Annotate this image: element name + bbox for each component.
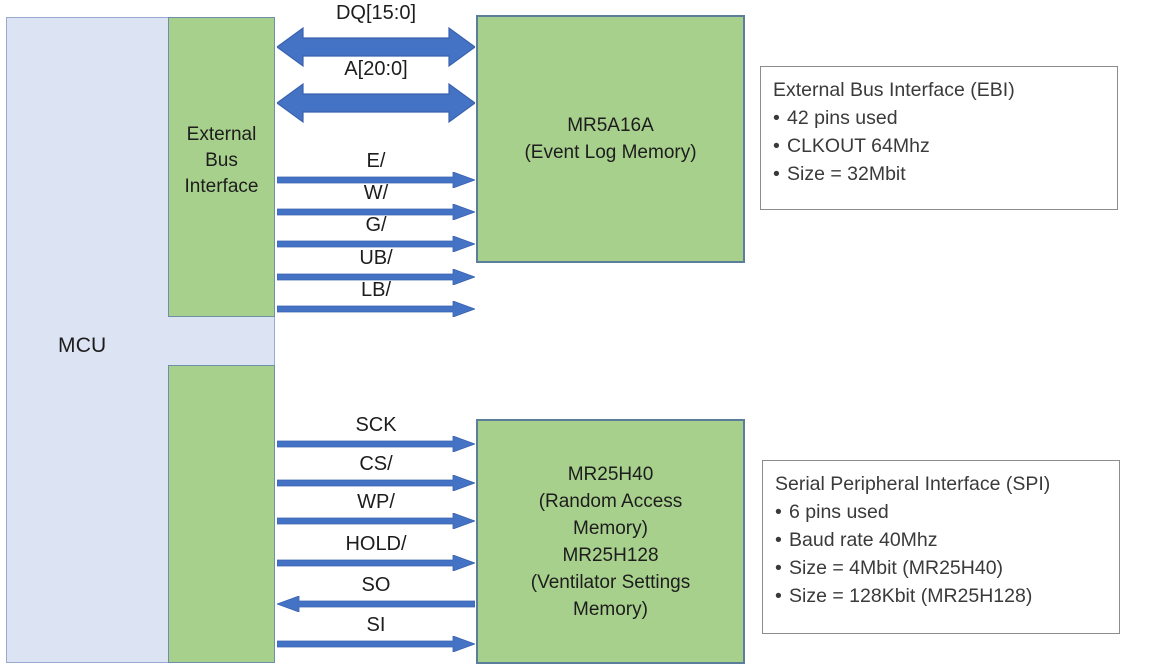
mem1-line-5: (Ventilator Settings [530, 571, 691, 593]
signal-arrow-lb [277, 301, 475, 317]
info-box-ebi: External Bus Interface (EBI) 42 pins use… [760, 66, 1118, 210]
signal-arrow-dq [277, 26, 475, 68]
ebi-label-line-2: Bus [205, 150, 238, 171]
mcu-spi-subblock [168, 365, 275, 663]
signal-label-w: W/ [363, 182, 389, 204]
info-box-ebi-bullet-2: CLKOUT 64Mhz [773, 132, 1117, 160]
signal-label-lb: LB/ [360, 279, 392, 301]
signal-label-cs: CS/ [359, 453, 393, 475]
memory-block-spi-text: MR25H40 (Random Access Memory) MR25H128 … [478, 461, 743, 623]
info-box-spi-bullet-4: Size = 128Kbit (MR25H128) [775, 582, 1119, 610]
signal-arrow-e [277, 172, 475, 188]
memory-block-spi: MR25H40 (Random Access Memory) MR25H128 … [476, 419, 745, 664]
mem0-line-2: (Event Log Memory) [524, 142, 697, 163]
signal-label-ub: UB/ [359, 247, 393, 269]
signal-arrow-wp [277, 513, 475, 529]
mcu-ebi-subblock-label: External Bus Interface [169, 122, 274, 200]
signal-label-hold: HOLD/ [345, 533, 407, 555]
signal-arrow-w [277, 204, 475, 220]
signal-label-e: E/ [366, 150, 386, 172]
info-box-ebi-bullet-3: Size = 32Mbit [773, 160, 1117, 188]
ebi-label-line-3: Interface [184, 176, 259, 197]
info-box-ebi-title: External Bus Interface (EBI) [773, 79, 1015, 101]
info-box-ebi-list: 42 pins used CLKOUT 64Mhz Size = 32Mbit [773, 104, 1117, 188]
signal-arrow-hold [277, 555, 475, 571]
mem1-line-4: MR25H128 [562, 544, 659, 566]
info-box-spi-bullet-2: Baud rate 40Mhz [775, 526, 1119, 554]
signal-arrow-si [277, 636, 475, 652]
mem1-line-6: Memory) [573, 598, 648, 620]
info-box-ebi-bullet-1: 42 pins used [773, 104, 1117, 132]
mcu-ebi-subblock: External Bus Interface [168, 17, 275, 317]
signal-arrow-ub [277, 269, 475, 285]
signal-arrow-g [277, 236, 475, 252]
info-box-spi-title: Serial Peripheral Interface (SPI) [775, 473, 1051, 495]
info-box-spi-list: 6 pins used Baud rate 40Mhz Size = 4Mbit… [775, 498, 1119, 610]
signal-arrow-so [277, 596, 475, 612]
mem0-line-1: MR5A16A [567, 115, 654, 136]
mem1-line-3: Memory) [573, 517, 648, 539]
info-box-spi: Serial Peripheral Interface (SPI) 6 pins… [762, 460, 1120, 634]
signal-label-g: G/ [365, 214, 387, 236]
info-box-spi-bullet-1: 6 pins used [775, 498, 1119, 526]
memory-block-event-log-text: MR5A16A (Event Log Memory) [478, 112, 743, 166]
signal-arrow-a [277, 82, 475, 124]
mcu-label: MCU [58, 334, 107, 357]
signal-arrow-sck [277, 436, 475, 452]
mem1-line-2: (Random Access [538, 490, 683, 512]
signal-label-wp: WP/ [357, 491, 395, 513]
signal-label-a: A[20:0] [344, 58, 408, 80]
signal-label-si: SI [366, 614, 386, 636]
ebi-label-line-1: External [186, 124, 257, 145]
signal-label-sck: SCK [355, 414, 397, 436]
signal-label-dq: DQ[15:0] [335, 2, 417, 24]
signal-arrow-cs [277, 475, 475, 491]
info-box-spi-bullet-3: Size = 4Mbit (MR25H40) [775, 554, 1119, 582]
memory-block-event-log: MR5A16A (Event Log Memory) [476, 15, 745, 263]
signal-label-so: SO [361, 574, 391, 596]
mem1-line-1: MR25H40 [567, 463, 654, 485]
